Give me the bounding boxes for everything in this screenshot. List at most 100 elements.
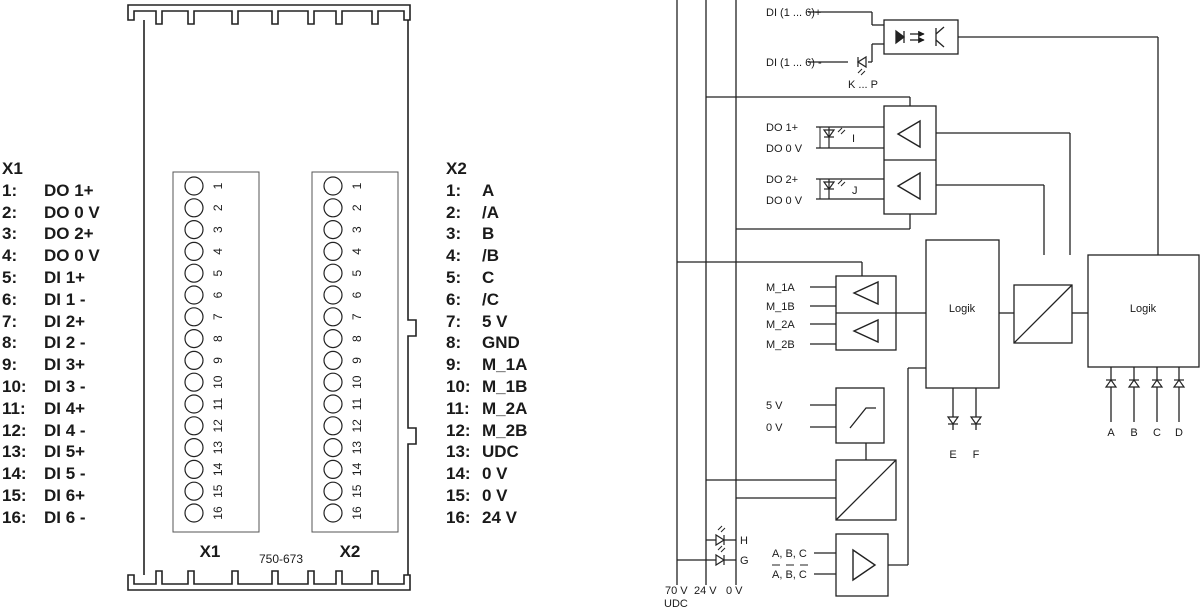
x2-pin-label: UDC (482, 442, 519, 462)
x1-terminal-circle (184, 263, 204, 283)
label-logik-right: Logik (1130, 303, 1157, 315)
x2-pin-number: 14: (446, 464, 471, 484)
x2-pin-row: 16:24 V (446, 507, 527, 529)
x1-pin-row: 1: DO 1+ (2, 180, 100, 202)
x2-pin-label: M_2B (482, 420, 528, 440)
x2-pin-number: 4: (446, 246, 462, 266)
x2-pin-label: M_1B (482, 376, 528, 396)
x2-pin-label: C (482, 267, 495, 287)
x2-pin-row: 9: M_1A (446, 354, 527, 376)
label-m1b: M_1B (766, 301, 795, 313)
x1-terminal-number: 14 (211, 462, 225, 476)
x1-pin-label: DI 4 - (44, 420, 86, 440)
x1-terminal-circle (184, 241, 204, 261)
x2-terminal-circle (323, 350, 343, 370)
module-outline (127, 4, 417, 591)
x2-pin-row: 11:M_2A (446, 398, 527, 420)
x2-pin-row: 8:GND (446, 332, 527, 354)
x2-terminal-circle (323, 394, 343, 414)
label-led-j: J (852, 185, 858, 197)
x2-pin-label: M_1A (482, 355, 528, 375)
schematic (676, 0, 1200, 597)
x1-terminal-circle (184, 285, 204, 305)
x1-pin-label: DO 2+ (44, 224, 94, 244)
x1-terminal-number: 8 (211, 335, 225, 342)
x1-pin-label: DI 5 - (44, 464, 86, 484)
x1-pin-row: 8:DI 2 - (2, 332, 100, 354)
module-part-number: 750-673 (259, 552, 303, 566)
x2-terminal-number: 12 (350, 419, 364, 433)
x1-terminal-block (172, 171, 260, 533)
regulator-box (835, 387, 885, 444)
x2-terminal-circle (323, 220, 343, 240)
label-encoder-abc: A, B, C (772, 548, 807, 560)
x2-terminal-circle (323, 438, 343, 458)
x2-pin-row: 14: 0 V (446, 463, 527, 485)
x2-terminal-block (311, 171, 399, 533)
x2-terminal-circle (323, 307, 343, 327)
x2-pin-row: 5:C (446, 267, 527, 289)
x1-pin-number: 12: (2, 420, 27, 440)
label-logik-left: Logik (949, 303, 976, 315)
x2-pin-number: 10: (446, 376, 471, 396)
x2-pin-label: /B (482, 246, 499, 266)
x1-terminal-circle (184, 329, 204, 349)
x1-pin-label: DO 0 V (44, 246, 100, 266)
x1-terminal-circle (184, 416, 204, 436)
x1-pin-number: 10: (2, 376, 27, 396)
x2-header: X2 (446, 159, 467, 178)
x1-pin-label: DI 3 - (44, 376, 86, 396)
x2-pin-label: GND (482, 333, 520, 353)
x2-terminal-number: 9 (350, 357, 364, 364)
x1-terminal-number: 4 (211, 248, 225, 255)
x1-pin-number: 6: (2, 289, 18, 309)
x2-terminal-circle (323, 481, 343, 501)
x2-pin-label: B (482, 224, 495, 244)
x1-terminal-circle (184, 503, 204, 523)
x1-pin-row: 7:DI 2+ (2, 311, 100, 333)
x1-pin-row: 6:DI 1 - (2, 289, 100, 311)
x1-pin-number: 14: (2, 464, 27, 484)
x1-pin-label: DO 1+ (44, 180, 94, 200)
x1-terminal-circle (184, 481, 204, 501)
x1-pin-row: 16:DI 6 - (2, 507, 100, 529)
x1-pin-label: DI 1+ (44, 267, 86, 287)
x2-pin-number: 16: (446, 507, 471, 527)
x2-terminal-circle (323, 285, 343, 305)
x1-pin-row: 2:DO 0 V (2, 202, 100, 224)
x1-terminal-number: 11 (211, 397, 225, 410)
x2-terminal-circle (323, 372, 343, 392)
x1-pin-label: DI 3+ (44, 355, 86, 375)
optocoupler-internals (895, 26, 945, 48)
label-led-c: C (1153, 427, 1161, 439)
x2-terminal-number: 7 (350, 313, 364, 320)
led-emission-marks (717, 68, 866, 553)
x2-terminal-number: 15 (350, 484, 364, 498)
label-do1-plus: DO 1+ (766, 122, 798, 134)
x1-terminal-circle (184, 350, 204, 370)
x1-terminal-circle (184, 372, 204, 392)
x1-terminal-number: 2 (211, 204, 225, 211)
x2-pin-label: /C (482, 289, 499, 309)
x2-terminal-number: 6 (350, 291, 364, 298)
encoder-amp-box (835, 533, 889, 597)
x2-pin-number: 9: (446, 355, 462, 375)
x2-pin-row: 2:/A (446, 202, 527, 224)
module-label-x1: X1 (200, 542, 221, 561)
x2-terminal-number: 10 (350, 375, 364, 389)
x2-terminal-circle (323, 503, 343, 523)
x1-pin-row: 13:DI 5+ (2, 441, 100, 463)
x1-pin-label: DI 2 - (44, 333, 86, 353)
x1-pin-number: 1: (2, 180, 18, 200)
x1-header: X1 (2, 159, 23, 178)
x1-terminal-number: 3 (211, 226, 225, 233)
x1-terminal-number: 10 (211, 375, 225, 389)
x1-pin-number: 4: (2, 246, 18, 266)
logik-right-box (1087, 254, 1200, 368)
x2-pin-number: 15: (446, 485, 471, 505)
x2-terminal-number: 14 (350, 462, 364, 476)
x2-pin-label: 0 V (482, 464, 508, 484)
x1-pin-label: DI 5+ (44, 442, 86, 462)
